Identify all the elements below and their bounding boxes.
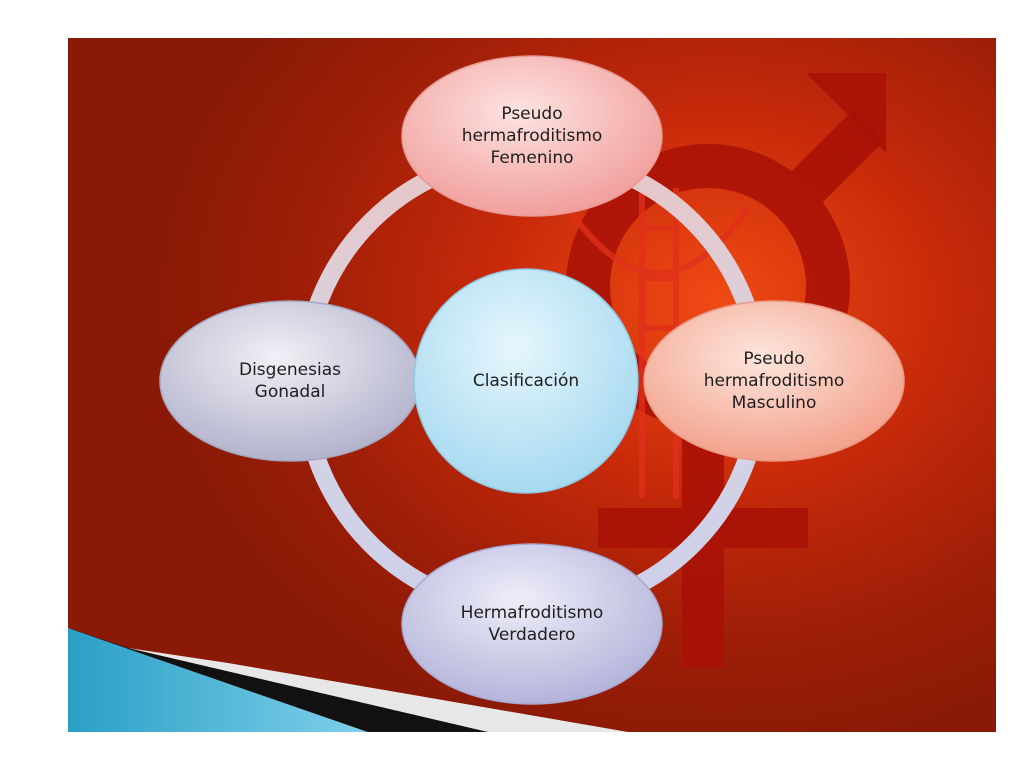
center-label: Clasificación (472, 371, 580, 391)
node-top-shape (401, 55, 663, 217)
male-arrow-head-icon (806, 73, 886, 153)
node-right-shape (643, 300, 905, 462)
node-bottom-shape (401, 543, 663, 705)
node-left-label: Disgenesias Gonadal (238, 360, 341, 402)
classification-diagram (159, 55, 905, 705)
center-shape (413, 268, 639, 494)
node-top-label: Pseudo hermafroditismo Femenino (461, 104, 603, 168)
node-right-label: Pseudo hermafroditismo Masculino (703, 349, 845, 413)
corner-accent-decoration (68, 628, 628, 732)
node-bottom-label: Hermafroditismo Verdadero (460, 603, 604, 645)
slide: Pseudo hermafroditismo Femenino Pseudo h… (68, 38, 996, 732)
